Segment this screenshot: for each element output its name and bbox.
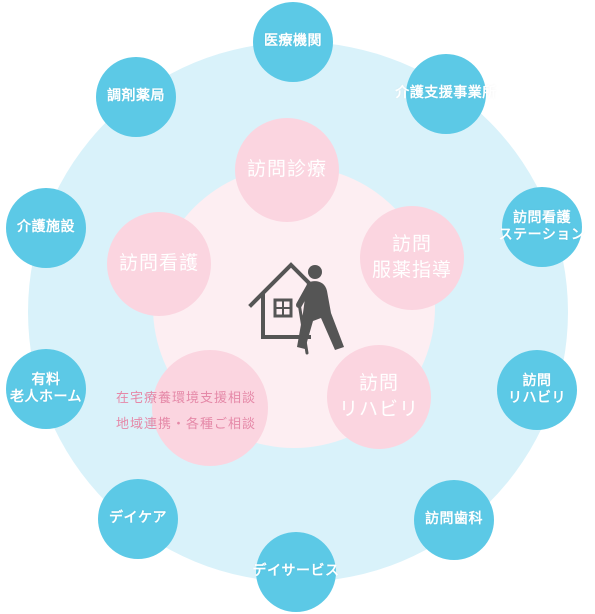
partner-label-line: デイケア bbox=[109, 510, 167, 527]
partner-label-line: 医療機関 bbox=[264, 33, 322, 50]
service-label-line: リハビリ bbox=[338, 398, 419, 420]
partner-label-line: 老人ホーム bbox=[9, 389, 83, 405]
service-visit-medical: 訪問診療 bbox=[235, 118, 339, 222]
partner-label-line: 介護施設 bbox=[17, 219, 75, 236]
partner-label-line: 介護支援事業所 bbox=[395, 85, 497, 102]
partner-paid-nursing-home: 有料 老人ホーム bbox=[6, 349, 86, 429]
partner-medical-institution: 医療機関 bbox=[253, 2, 333, 82]
partner-pharmacy: 調剤薬局 bbox=[96, 57, 176, 137]
partner-visiting-nurse-station: 訪問看護 ステーション bbox=[499, 187, 585, 267]
partner-day-service: デイサービス bbox=[253, 532, 339, 612]
partner-care-support-office: 介護支援事業所 bbox=[395, 54, 496, 134]
service-visit-pharmacy: 訪問 服薬指導 bbox=[360, 206, 464, 310]
partner-label-line: 有料 bbox=[31, 371, 61, 388]
partner-label-line: 訪問看護 bbox=[513, 209, 571, 226]
service-label-line: 訪問 bbox=[391, 233, 432, 256]
service-consultation bbox=[152, 350, 268, 466]
partner-label-line: デイサービス bbox=[252, 563, 340, 580]
partner-day-care: デイケア bbox=[98, 479, 178, 559]
partner-label-line: ステーション bbox=[498, 227, 586, 243]
partner-label-line: 調剤薬局 bbox=[107, 88, 165, 105]
partner-label-line: 訪問 bbox=[522, 372, 552, 389]
consultation-line: 地域連携・各種ご相談 bbox=[116, 417, 257, 432]
service-label-line: 訪問 bbox=[358, 372, 399, 395]
service-label-line: 訪問診療 bbox=[246, 158, 327, 181]
consultation-line: 在宅療養環境支援相談 bbox=[116, 391, 257, 406]
service-label-line: 訪問看護 bbox=[118, 252, 199, 275]
service-visit-rehab: 訪問 リハビリ bbox=[327, 345, 431, 449]
consultation-text: 在宅療養環境支援相談 地域連携・各種ご相談 bbox=[116, 386, 306, 438]
partner-visit-dental: 訪問歯科 bbox=[414, 480, 494, 560]
service-visit-nursing: 訪問看護 bbox=[107, 212, 211, 316]
partner-visit-rehab: 訪問 リハビリ bbox=[497, 350, 577, 430]
partner-label-line: リハビリ bbox=[508, 390, 566, 406]
house-with-elderly-person-icon bbox=[248, 262, 344, 355]
partner-label-line: 訪問歯科 bbox=[425, 511, 483, 528]
service-label-line: 服薬指導 bbox=[371, 259, 452, 281]
partner-care-facility: 介護施設 bbox=[6, 188, 86, 268]
